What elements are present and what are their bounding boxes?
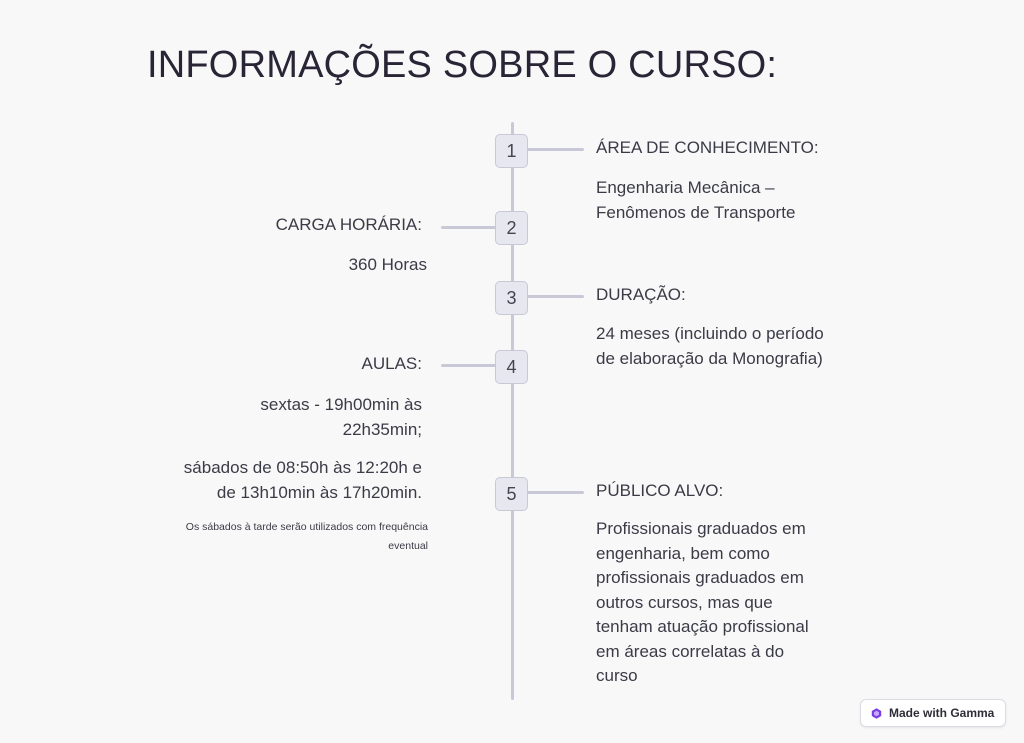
text-line: sextas - 19h00min às xyxy=(260,395,422,414)
text-line: engenharia, bem como xyxy=(596,543,770,563)
timeline-line xyxy=(511,122,514,700)
text-line: profissionais graduados em xyxy=(596,568,804,587)
connector-line xyxy=(514,491,584,494)
gamma-logo-icon xyxy=(871,707,882,719)
text-line: outros cursos, mas que xyxy=(596,592,773,612)
connector-line xyxy=(514,148,584,151)
text-line: em áreas correlatas à do xyxy=(596,641,785,661)
step-number-2: 2 xyxy=(495,211,528,245)
text-aulas-sextas: sextas - 19h00min às 22h35min; xyxy=(260,393,422,442)
heading-aulas: AULAS: xyxy=(361,354,422,373)
step-number-5: 5 xyxy=(495,477,528,511)
step-number-4: 4 xyxy=(495,350,528,384)
page-title: INFORMAÇÕES SOBRE O CURSO: xyxy=(147,44,778,86)
made-with-gamma-label: Made with Gamma xyxy=(889,706,995,720)
text-line: de 13h10min às 17h20min. xyxy=(216,482,422,502)
text-area-conhecimento: Engenharia Mecânica – Fenômenos de Trans… xyxy=(596,176,795,225)
heading-publico-alvo: PÚBLICO ALVO: xyxy=(596,481,724,500)
heading-carga-horaria: CARGA HORÁRIA: xyxy=(275,215,422,234)
text-line: curso xyxy=(596,666,638,685)
connector-line xyxy=(441,226,513,229)
note-line: eventual xyxy=(388,540,428,552)
note-aulas: Os sábados à tarde serão utilizados com … xyxy=(186,518,428,556)
text-line: Engenharia Mecânica – xyxy=(596,178,775,197)
text-line: Fenômenos de Transporte xyxy=(596,202,796,222)
made-with-gamma-button[interactable]: Made with Gamma xyxy=(860,699,1006,727)
heading-area-conhecimento: ÁREA DE CONHECIMENTO: xyxy=(596,138,819,157)
step-number-1: 1 xyxy=(495,134,528,168)
text-line: 22h35min; xyxy=(342,419,422,439)
connector-line xyxy=(441,364,513,367)
text-publico-alvo: Profissionais graduados em engenharia, b… xyxy=(596,517,809,689)
text-line: Profissionais graduados em xyxy=(596,519,806,538)
note-line: Os sábados à tarde serão utilizados com … xyxy=(185,521,428,533)
text-line: 360 Horas xyxy=(348,255,427,274)
text-line: 24 meses (incluindo o período xyxy=(596,324,824,343)
text-line: de elaboração da Monografia) xyxy=(596,348,823,368)
text-line: sábados de 08:50h às 12:20h e xyxy=(183,458,422,477)
text-line: tenham atuação profissional xyxy=(596,617,809,636)
text-aulas-sabados: sábados de 08:50h às 12:20h e de 13h10mi… xyxy=(184,456,422,505)
text-carga-horaria: 360 Horas xyxy=(349,253,427,278)
heading-duracao: DURAÇÃO: xyxy=(596,285,686,304)
step-number-3: 3 xyxy=(495,281,528,315)
connector-line xyxy=(514,295,584,298)
text-duracao: 24 meses (incluindo o período de elabora… xyxy=(596,322,824,371)
